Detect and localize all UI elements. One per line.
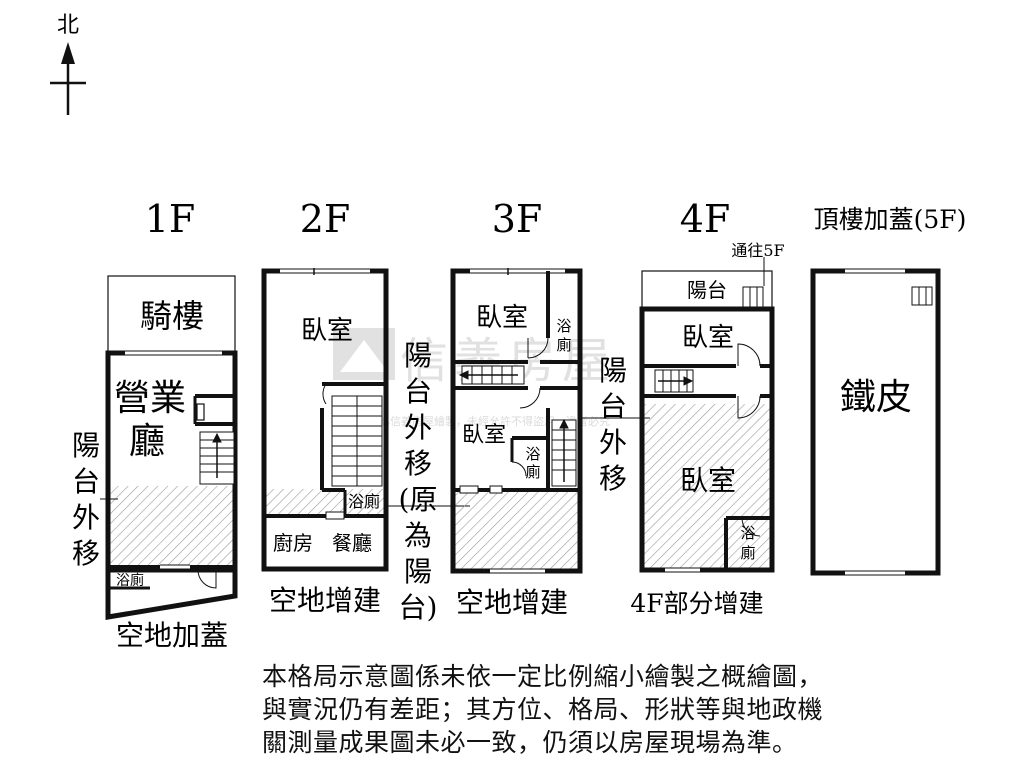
room-label-bedroom-b: 臥室 [462, 423, 506, 448]
side-note-2f-2: 外 [404, 411, 432, 444]
side-note-2f-6: 陽 [404, 555, 432, 588]
staircase-icon [654, 369, 694, 393]
floor-plan-2f: 臥室 浴廁 廚房 餐廳 陽 台 外 移 (原 為 陽 台) 空地增建 [261, 268, 470, 624]
room-label-bath-b-2: 廁 [525, 463, 540, 481]
side-note-3f-1: 台 [599, 390, 627, 423]
caption-4f: 4F部分增建 [630, 589, 763, 618]
watermark-fine-print: 本格局圖為信義房屋繪製，未經允許不得盜用，違者必究 [335, 414, 610, 428]
disclaimer-line: 關測量成果圖未必一致，仍須以房屋現場為準。 [262, 728, 798, 757]
floor-title-5f: 頂樓加蓋(5F) [814, 205, 967, 234]
room-label-business-hall-2: 廳 [129, 421, 165, 462]
staircase-icon [911, 286, 933, 306]
floor-plan-3f: 臥室 浴 廁 臥室 浴 廁 陽 台 外 移 空地增建 [450, 268, 650, 619]
staircase-icon [331, 395, 383, 487]
side-note-1f-3: 移 [72, 537, 100, 570]
side-note-1f-1: 台 [72, 465, 100, 498]
side-note-1f-0: 陽 [72, 429, 100, 462]
window-icon [280, 268, 370, 275]
side-note-2f-1: 台 [404, 375, 432, 408]
room-label-bedroom-b: 臥室 [680, 464, 736, 497]
disclaimer-line: 本格局示意圖係未依一定比例縮小繪製之概繪圖， [262, 662, 824, 691]
compass-label: 北 [57, 13, 79, 38]
side-note-3f-0: 陽 [599, 354, 627, 387]
room-label-arcade: 騎樓 [140, 297, 204, 335]
room-label-business-hall-1: 營業 [114, 378, 186, 419]
side-note-3f-3: 移 [599, 462, 627, 495]
side-note-1f-2: 外 [72, 501, 100, 534]
staircase-icon [458, 365, 525, 385]
room-label-bedroom: 臥室 [301, 316, 353, 346]
room-label-bath-b-1: 浴 [525, 445, 540, 463]
stair-note-4f: 通往5F [731, 241, 784, 260]
floor-plan-4f: 通往5F 陽台 臥室 臥室 浴 廁 4F部分增建 [630, 241, 784, 618]
floor-title-1f: 1F [145, 197, 196, 241]
floor-title-3f: 3F [492, 197, 543, 241]
side-note-2f-5: 為 [404, 519, 432, 552]
room-label-bath: 浴廁 [116, 572, 144, 589]
compass: 北 [50, 13, 86, 115]
room-label-dining: 餐廳 [332, 531, 372, 555]
room-label-bedroom-a: 臥室 [682, 323, 734, 353]
caption-1f: 空地加蓋 [116, 619, 228, 652]
room-label-bath-2: 廁 [740, 544, 755, 562]
caption-2f: 空地增建 [269, 584, 381, 617]
room-label-bath-a-1: 浴 [556, 317, 571, 335]
caption-3f: 空地增建 [456, 586, 568, 619]
side-note-2f-3: 移 [404, 447, 432, 480]
staircase-icon [742, 286, 764, 308]
disclaimer: 本格局示意圖係未依一定比例縮小繪製之概繪圖， 與實況仍有差距；其方位、格局、形狀… [262, 660, 962, 759]
room-label-bath: 浴廁 [348, 492, 380, 511]
floor-plan-5f: 鐵皮 [810, 268, 941, 576]
window-icon [665, 567, 700, 573]
window-icon [125, 350, 222, 356]
staircase-icon [551, 418, 577, 487]
floor-plan-1f: 騎樓 營業 廳 浴廁 陽 台 外 移 空地加蓋 [72, 275, 238, 652]
staircase-icon [199, 431, 235, 485]
room-label-kitchen: 廚房 [273, 531, 313, 555]
floor-title-4f: 4F [680, 197, 731, 241]
room-label-bath-1: 浴 [740, 524, 755, 542]
floor-title-2f: 2F [300, 197, 351, 241]
side-note-3f-2: 外 [599, 426, 627, 459]
window-icon [845, 268, 905, 576]
north-arrow-icon [50, 42, 86, 115]
room-label-iron-sheet: 鐵皮 [840, 377, 912, 418]
side-note-2f-4: (原 [399, 483, 438, 516]
room-label-balcony: 陽台 [687, 278, 727, 302]
room-label-bedroom-a: 臥室 [476, 303, 528, 333]
disclaimer-line: 與實況仍有差距；其方位、格局、形狀等與地政機 [262, 695, 824, 724]
room-label-bath-a-2: 廁 [556, 336, 571, 354]
side-note-2f-7: 台) [399, 591, 438, 624]
side-note-2f-0: 陽 [404, 339, 432, 372]
